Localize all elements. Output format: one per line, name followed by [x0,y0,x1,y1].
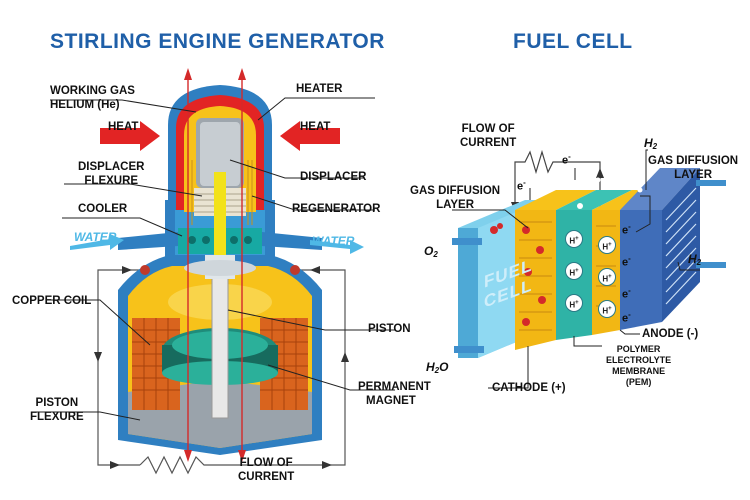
electron-label: e- [622,254,631,269]
water-arrow-right [310,240,364,254]
hydrogen-ion: H+ [598,300,616,318]
fuelcell-title: FUEL CELL [513,30,633,53]
label-cooler: COOLER [78,203,128,215]
fuelcell-circuit-wire [514,149,601,218]
label-pem: POLYMER ELECTROLYTE MEMBRANE (PEM) [606,344,672,387]
stirling-title: STIRLING ENGINE GENERATOR [50,30,385,53]
electron-label: e- [517,178,526,193]
water-arrow-left [70,234,124,250]
electron-label: e- [622,222,631,237]
heat-arrow-left [100,121,160,151]
pem-layer [556,190,632,210]
label-piston-flexure: PISTON FLEXURE [30,397,84,423]
label-working-gas: WORKING GAS HELIUM (He) [50,85,135,111]
label-water-left: WATER [74,230,117,244]
label-stirling-flow-of-current: FLOW OF CURRENT [238,457,295,483]
label-h2o: H2O [426,360,449,375]
water-pipe-right [262,232,322,250]
electron-label: e- [622,310,631,325]
hydrogen-ion: H+ [565,294,583,312]
stirling-leader-lines [36,97,395,421]
label-permanent-magnet: PERMANENT MAGNET [358,381,431,407]
heat-arrow-right [280,121,340,151]
stirling-circuit-arrows [94,266,349,469]
hydrogen-ion: H+ [565,262,583,280]
cathode-layer [515,190,596,210]
label-fuelcell-flow-of-current: FLOW OF CURRENT [460,123,517,149]
water-pipe-left [118,232,178,250]
electron-label: e- [562,152,571,167]
label-displacer: DISPLACER [300,171,367,183]
label-heat-right: HEAT [300,121,331,133]
label-displacer-flexure: DISPLACER FLEXURE [78,161,145,187]
label-gas-diffusion-left: GAS DIFFUSION LAYER [410,185,501,211]
label-o2: O2 [424,244,438,259]
label-anode: ANODE (-) [642,328,699,340]
label-regenerator: REGENERATOR [292,203,381,215]
label-heat-left: HEAT [108,121,139,133]
label-cathode: CATHODE (+) [492,382,566,394]
hydrogen-ion: H+ [565,230,583,248]
label-copper-coil: COPPER COIL [12,295,92,307]
hydrogen-ion: H+ [598,268,616,286]
electron-label: e- [622,286,631,301]
label-piston: PISTON [368,323,411,335]
fuelcell-leader-lines [452,149,700,389]
displacer-shaft [214,172,226,268]
label-h2-top: H2 [644,136,658,151]
anode-gas-diffusion-layer [620,168,700,210]
hydrogen-ion: H+ [598,236,616,254]
label-h2-right: H2 [688,252,702,267]
label-heater: HEATER [296,83,343,95]
label-water-right: WATER [312,234,355,248]
label-gas-diffusion-right: GAS DIFFUSION LAYER [648,155,739,181]
